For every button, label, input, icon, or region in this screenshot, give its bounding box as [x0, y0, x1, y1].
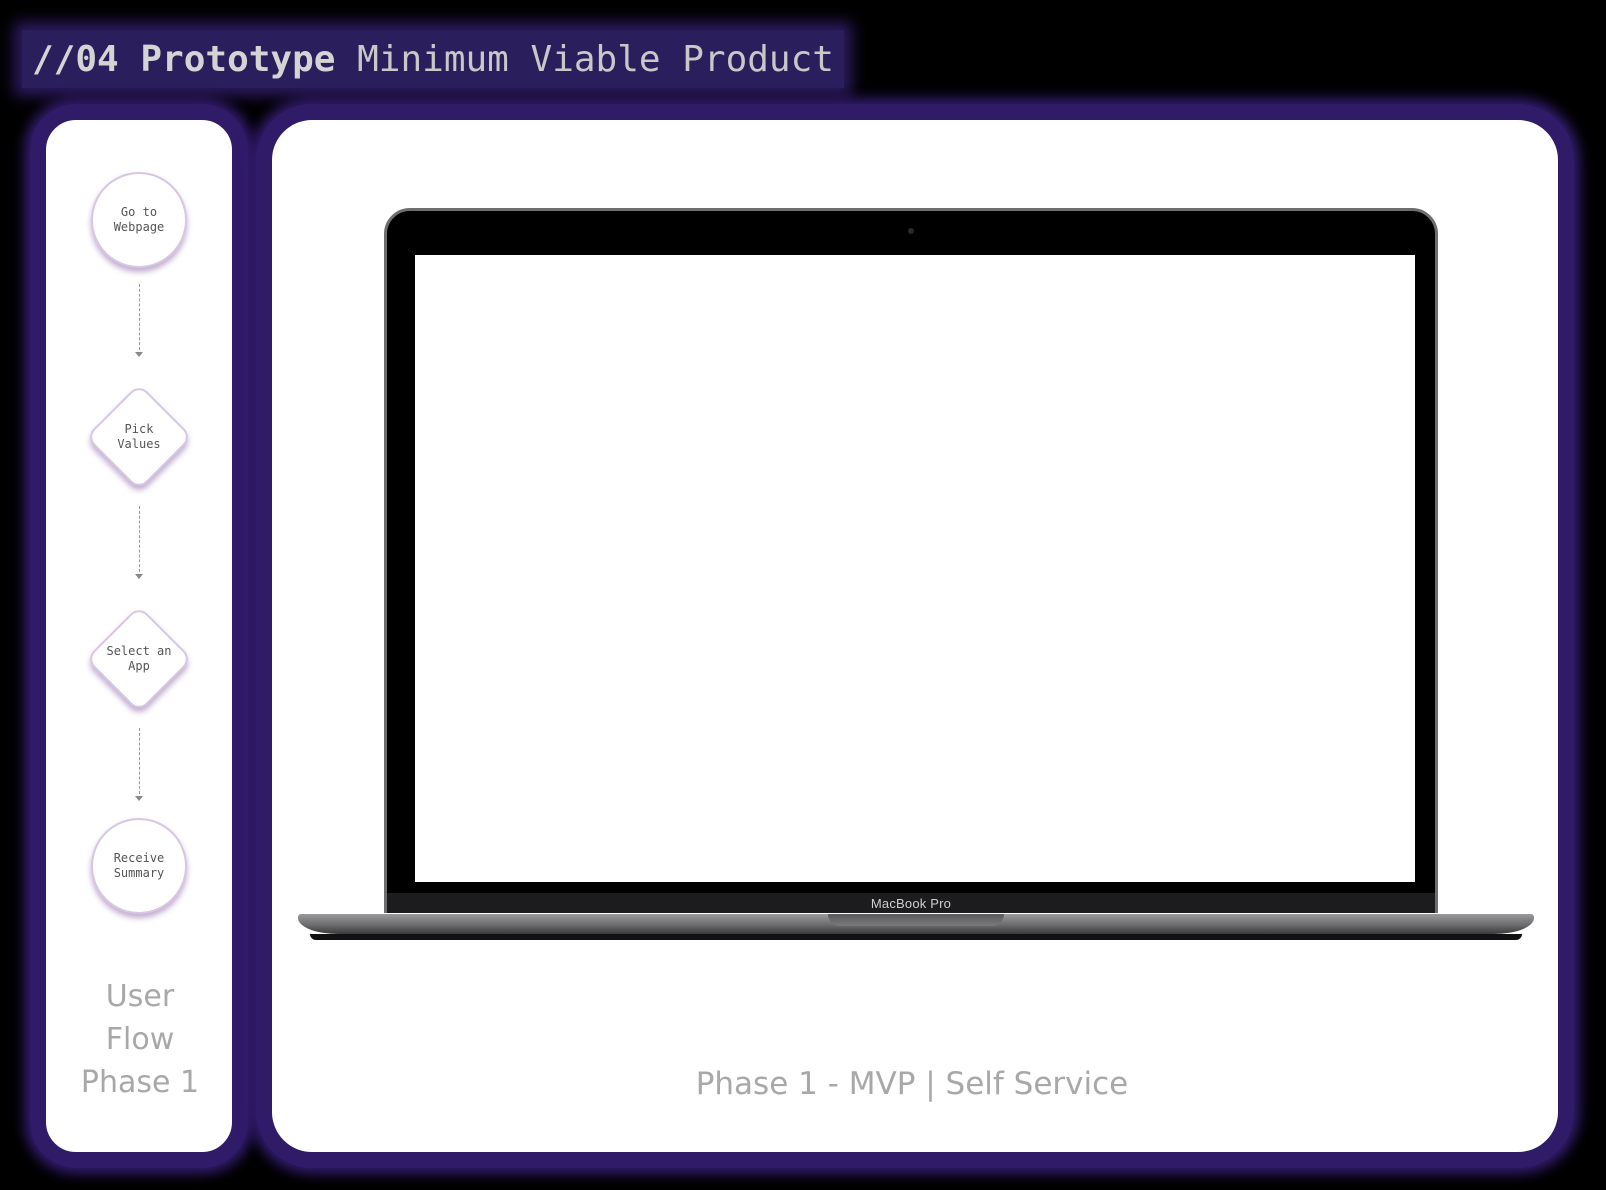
header-prefix: //04 Prototype [32, 38, 336, 80]
flow-node-receive-summary[interactable]: Receive Summary [91, 818, 187, 914]
flow-node-label: Select an App [106, 644, 172, 673]
flow-connector [139, 506, 140, 572]
flow-node-label: Go to Webpage [113, 205, 165, 234]
laptop-feet [310, 934, 1522, 940]
flow-connector [139, 284, 140, 350]
arrow-down-icon [135, 574, 143, 579]
user-flow-caption: User Flow Phase 1 [80, 979, 200, 1100]
flow-node-select-an-app[interactable]: Select an App [84, 604, 194, 714]
laptop-brand-label: MacBook Pro [870, 895, 952, 911]
camera-icon [908, 228, 914, 234]
laptop-screen[interactable] [415, 255, 1415, 882]
flow-node-pick-values[interactable]: Pick Values [84, 382, 194, 492]
page-header: //04 Prototype Minimum Viable Product [22, 30, 844, 88]
phase-caption: Phase 1 - MVP | Self Service [695, 1066, 1129, 1102]
user-flow-panel [30, 104, 248, 1168]
header-title: Minimum Viable Product [357, 38, 834, 80]
laptop-chin: MacBook Pro [384, 893, 1438, 913]
arrow-down-icon [135, 352, 143, 357]
arrow-down-icon [135, 796, 143, 801]
flow-node-label: Receive Summary [113, 851, 165, 880]
flow-node-go-to-webpage[interactable]: Go to Webpage [91, 172, 187, 268]
flow-connector [139, 728, 140, 794]
laptop-opening-notch [828, 914, 1004, 926]
flow-node-label: Pick Values [117, 422, 161, 451]
